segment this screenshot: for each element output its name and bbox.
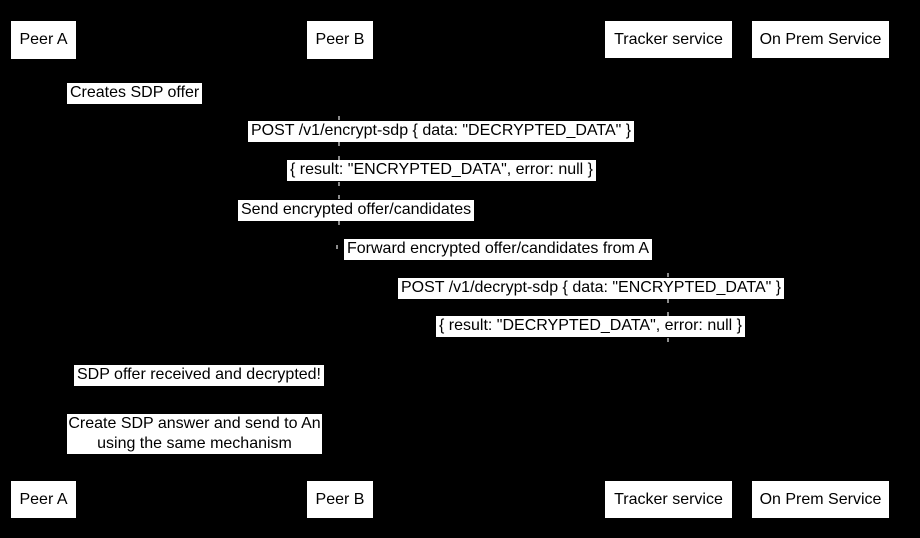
message-post-encrypt-sdp: POST /v1/encrypt-sdp { data: "DECRYPTED_…: [248, 121, 635, 142]
lifeline-dash: [667, 338, 669, 342]
lifeline-dash: [667, 273, 669, 277]
lifeline-dash: [338, 142, 340, 146]
message-encrypt-result: { result: "ENCRYPTED_DATA", error: null …: [287, 160, 597, 181]
lifeline-dash: [338, 221, 340, 225]
message-sdp-offer-received: SDP offer received and decrypted!: [74, 365, 324, 386]
lifeline-dash: [336, 245, 338, 249]
lifeline-dash: [338, 182, 340, 186]
lifeline-dash: [667, 312, 669, 316]
actor-peer-a-bottom: Peer A: [11, 481, 76, 518]
lifeline-dash: [338, 156, 340, 160]
message-create-sdp-answer: Create SDP answer and send to An using t…: [67, 414, 322, 454]
message-forward-encrypted-offer: Forward encrypted offer/candidates from …: [344, 239, 653, 260]
actor-peer-b-top: Peer B: [307, 21, 373, 59]
lifeline-dash: [667, 299, 669, 303]
message-send-encrypted-offer: Send encrypted offer/candidates: [238, 200, 475, 221]
lifeline-dash: [338, 116, 340, 120]
message-creates-sdp-offer: Creates SDP offer: [67, 83, 203, 104]
actor-tracker-service-bottom: Tracker service: [605, 481, 732, 518]
actor-on-prem-service-top: On Prem Service: [752, 21, 889, 58]
actor-peer-a-top: Peer A: [11, 21, 76, 59]
actor-peer-b-bottom: Peer B: [307, 481, 373, 518]
message-post-decrypt-sdp: POST /v1/decrypt-sdp { data: "ENCRYPTED_…: [398, 278, 785, 299]
actor-tracker-service-top: Tracker service: [605, 21, 732, 58]
actor-on-prem-service-bottom: On Prem Service: [752, 481, 889, 518]
message-decrypt-result: { result: "DECRYPTED_DATA", error: null …: [436, 316, 746, 337]
lifeline-dash: [338, 195, 340, 199]
